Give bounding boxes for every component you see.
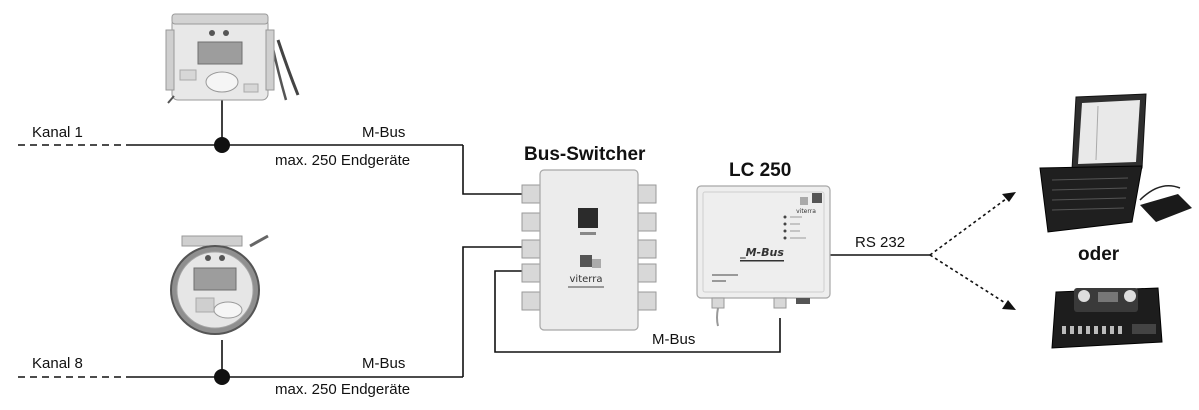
heat-meter-round-image	[170, 234, 269, 335]
lc250-device-image: viterra _M-Bus	[696, 185, 831, 327]
top-bus-label: M-Bus	[362, 124, 406, 141]
connection-lines	[18, 100, 1011, 378]
heat-meter-box-image	[165, 13, 300, 104]
mobile-reader-image	[1051, 287, 1163, 349]
lc250-brand-text: viterra	[796, 208, 816, 215]
switcher-brand-text: viterra	[570, 274, 603, 285]
lc250-title: LC 250	[729, 160, 792, 181]
arrowhead-laptop	[1002, 192, 1016, 202]
return-bus-label: M-Bus	[652, 331, 696, 348]
bottom-capacity-label: max. 250 Endgeräte	[275, 381, 411, 398]
channel-8-label: Kanal 8	[32, 355, 83, 372]
bottom-bus-label: M-Bus	[362, 355, 406, 372]
arrow-to-laptop-line	[929, 195, 1011, 256]
top-capacity-label: max. 250 Endgeräte	[275, 152, 411, 169]
alternative-label: oder	[1078, 244, 1120, 265]
channel-1-to-switcher-line	[462, 145, 528, 195]
junction-dot-channel-8	[214, 369, 230, 385]
bus-switcher-title: Bus-Switcher	[524, 144, 646, 165]
junction-dot-channel-1	[214, 137, 230, 153]
channel-8-to-switcher-line	[462, 246, 528, 377]
laptop-image	[1039, 93, 1192, 233]
rs232-label: RS 232	[855, 234, 906, 251]
arrowhead-reader	[1002, 300, 1016, 310]
channel-1-label: Kanal 1	[32, 124, 83, 141]
return-bus-line	[494, 270, 781, 353]
lc250-mbus-logo: _M-Bus	[739, 246, 784, 259]
bus-switcher-device-image: viterra	[521, 169, 657, 331]
arrow-to-reader-line	[929, 254, 1011, 307]
